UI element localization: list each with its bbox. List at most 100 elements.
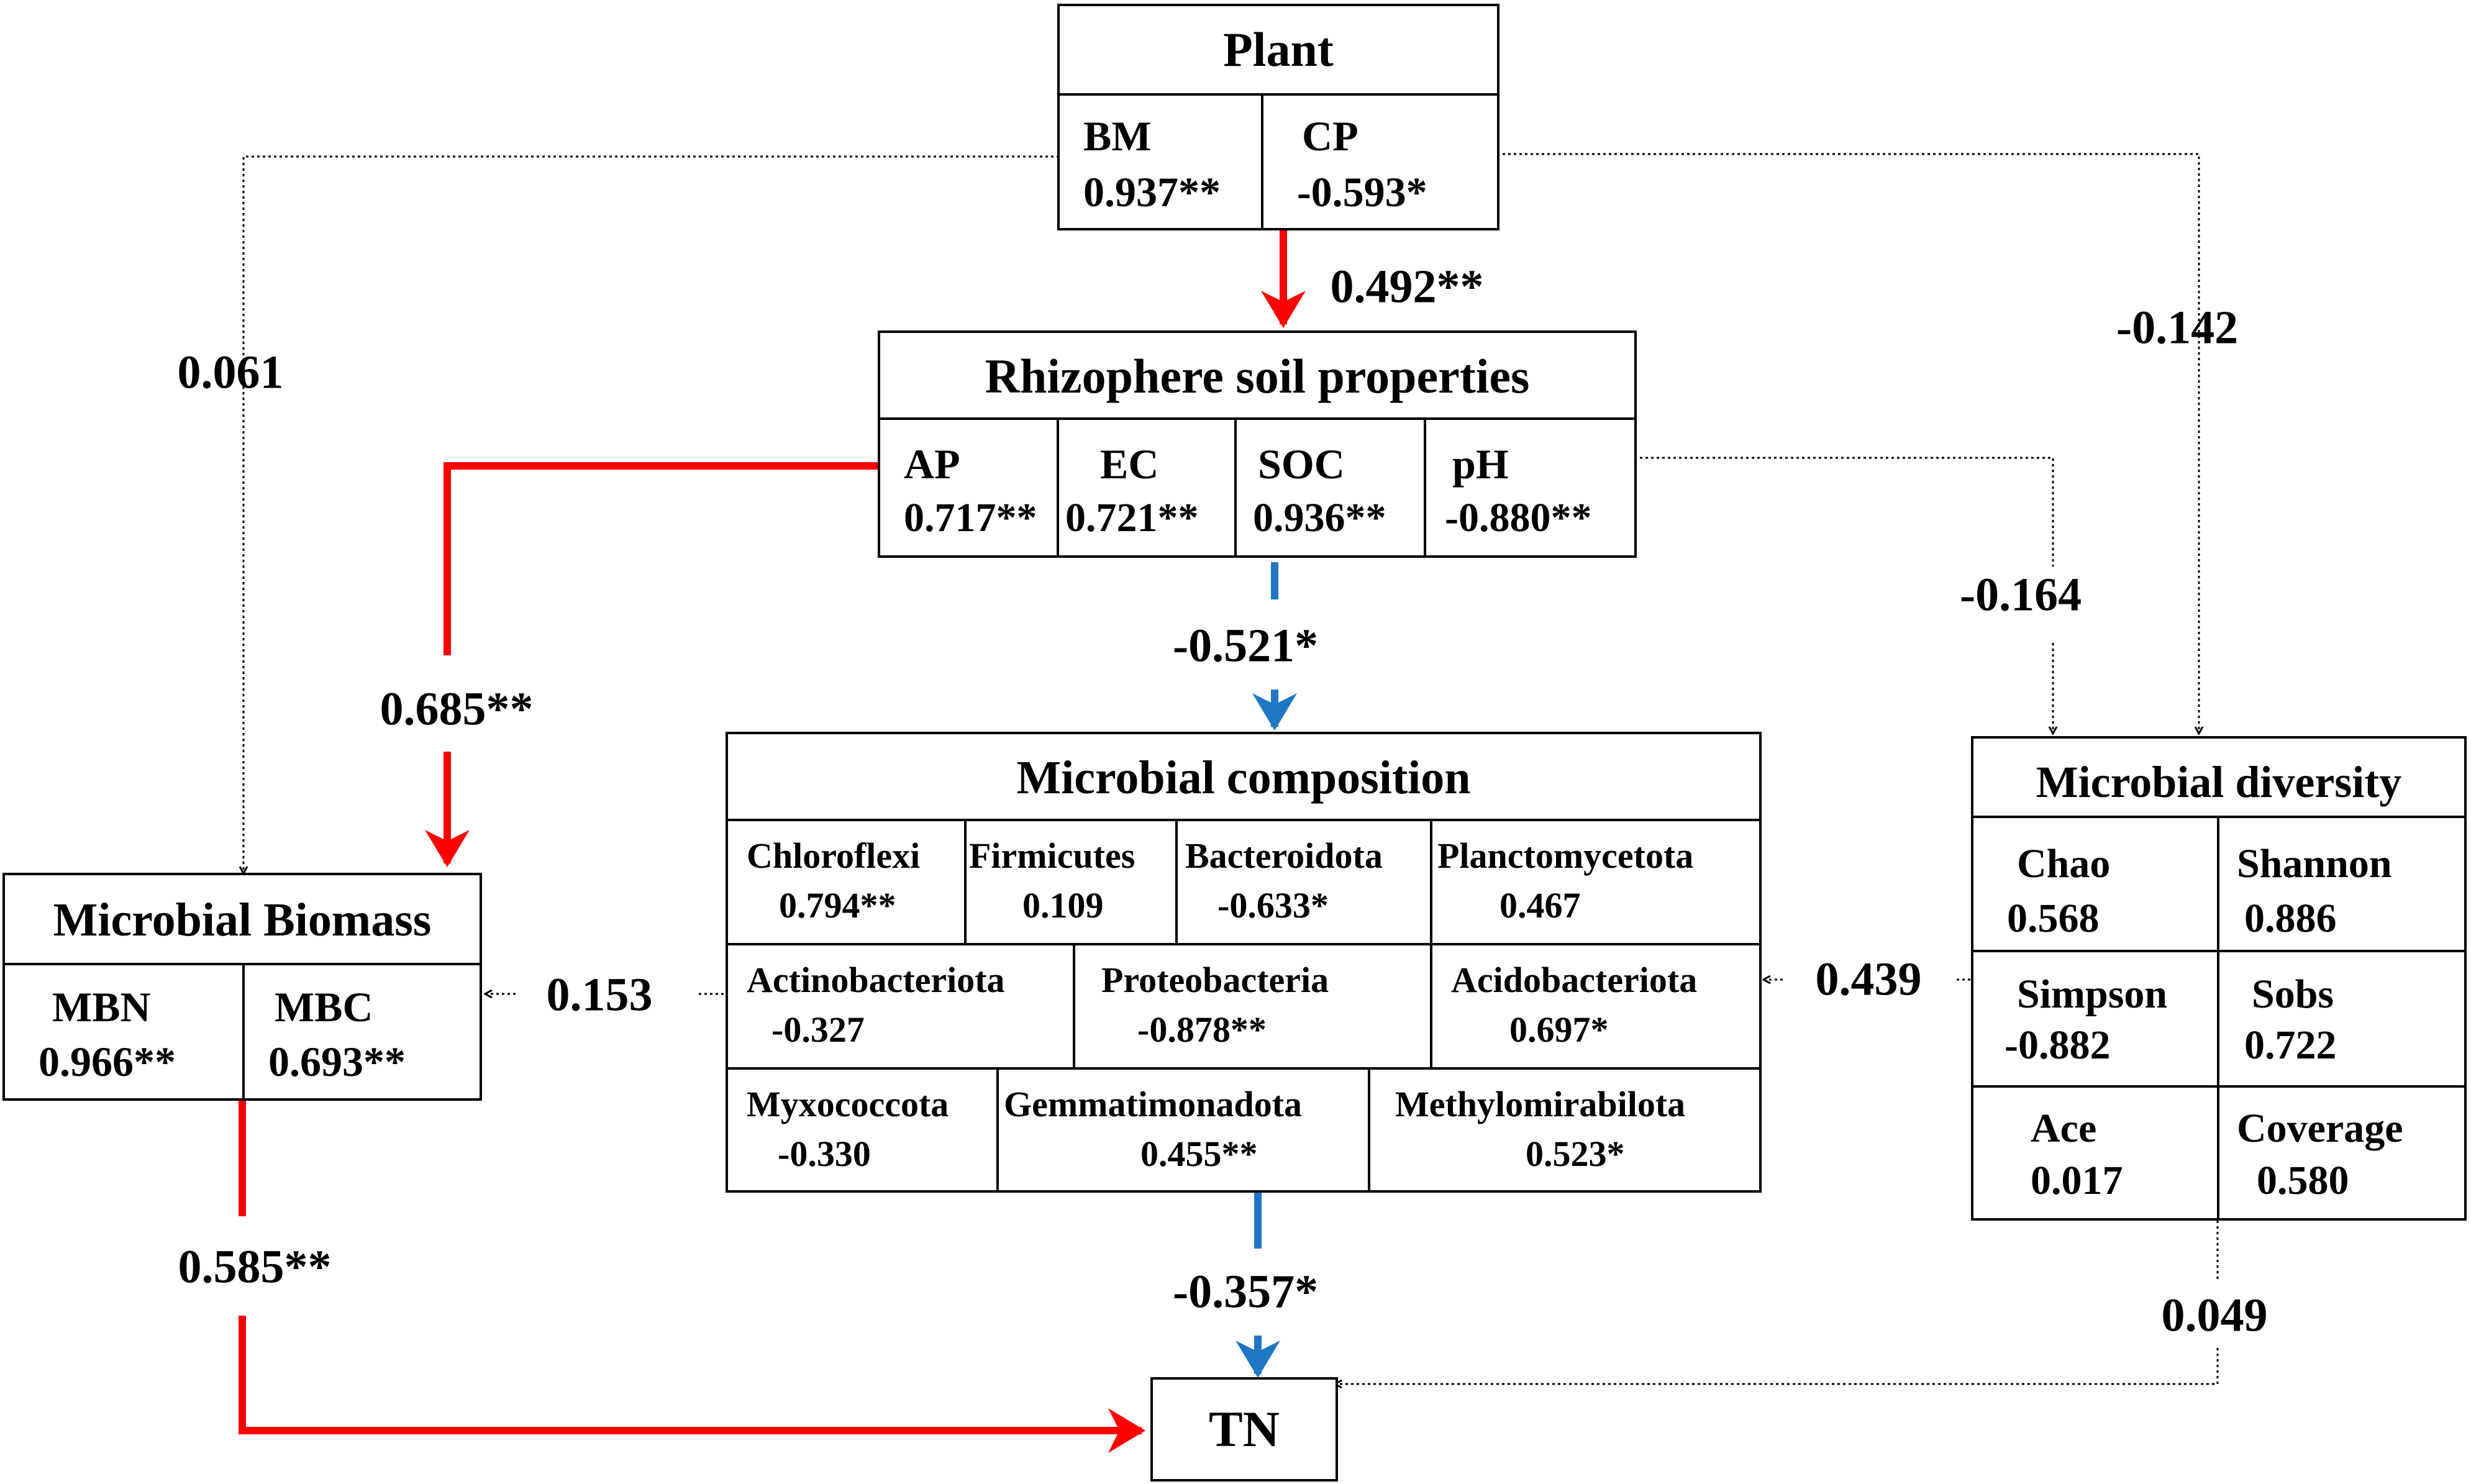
composition-cell-actinobacteriota: Actinobacteriota -0.327	[728, 945, 1073, 1067]
cell-name: Chao	[2017, 841, 2111, 886]
cell-name: MBC	[275, 983, 373, 1031]
cell-value: -0.882	[2005, 1022, 2111, 1068]
cell-value: -0.878**	[1137, 1009, 1267, 1050]
coef-composition-to-tn: -0.357*	[1172, 1265, 1319, 1318]
composition-cell-proteobacteria: Proteobacteria -0.878**	[1075, 945, 1430, 1067]
rhizo-cell-ap: AP 0.717**	[880, 420, 1057, 558]
cell-value: 0.523*	[1526, 1134, 1625, 1174]
cell-value: 0.936**	[1253, 495, 1386, 540]
cell-name: Coverage	[2237, 1106, 2403, 1151]
composition-title: Microbial composition	[728, 734, 1759, 821]
cell-value: -0.880**	[1445, 495, 1592, 540]
cell-value: 0.966**	[39, 1038, 176, 1085]
coef-plant-to-diversity: -0.142	[2116, 301, 2239, 354]
coef-rhizo-to-composition: -0.521*	[1172, 619, 1319, 672]
cell-name: Ace	[2031, 1106, 2097, 1151]
rhizo-cell-ec: EC 0.721**	[1059, 420, 1234, 558]
composition-cell-myxococcota: Myxococcota -0.330	[728, 1070, 996, 1190]
cell-name: CP	[1302, 112, 1358, 160]
cell-value: 0.455**	[1140, 1134, 1258, 1174]
cell-value: 0.937**	[1083, 168, 1221, 216]
coef-rhizo-to-biomass: 0.685**	[380, 683, 534, 735]
rhizo-cell-ph: pH -0.880**	[1426, 420, 1634, 558]
cell-value: 0.693**	[268, 1038, 406, 1085]
cell-name: Myxococcota	[747, 1084, 949, 1124]
plant-cell-cp: CP -0.593*	[1263, 96, 1499, 230]
arrow-biomass-to-tn	[239, 1316, 1145, 1453]
cell-name: Gemmatimonadota	[1004, 1084, 1303, 1124]
rhizo-cell-soc: SOC 0.936**	[1237, 420, 1424, 558]
cell-name: Actinobacteriota	[747, 960, 1005, 1000]
cell-name: pH	[1452, 440, 1509, 488]
cell-value: 0.568	[2007, 896, 2100, 941]
cell-name: Methylomirabilota	[1395, 1084, 1686, 1124]
cell-name: Firmicutes	[969, 835, 1135, 876]
biomass-cell-mbn: MBN 0.966**	[5, 965, 242, 1101]
composition-cell-firmicutes: Firmicutes 0.109	[967, 821, 1175, 943]
coef-composition-to-biomass: 0.153	[546, 968, 653, 1021]
diversity-cell-chao: Chao 0.568	[1973, 818, 2217, 950]
tn-label: TN	[1209, 1401, 1280, 1457]
diversity-cell-coverage: Coverage 0.580	[2219, 1088, 2464, 1221]
diversity-cell-simpson: Simpson -0.882	[1973, 952, 2217, 1085]
cell-value: -0.327	[771, 1009, 865, 1050]
rhizosphere-box: Rhizophere soil properties AP 0.717** EC…	[878, 330, 1637, 558]
cell-value: -0.633*	[1217, 885, 1329, 926]
cell-value: 0.467	[1499, 885, 1581, 926]
composition-cell-planctomycetota: Planctomycetota 0.467	[1432, 821, 1759, 943]
cell-name: EC	[1100, 440, 1159, 488]
plant-box: Plant BM 0.937** CP -0.593*	[1057, 4, 1499, 230]
cell-value: 0.697*	[1509, 1009, 1609, 1050]
arrow-diversity-to-tn	[1336, 1348, 2219, 1384]
cell-value: 0.717**	[904, 495, 1037, 540]
coef-plant-to-biomass: 0.061	[177, 346, 284, 399]
cell-value: 0.109	[1022, 885, 1104, 926]
cell-value: -0.593*	[1297, 168, 1427, 216]
diversity-cell-sobs: Sobs 0.722	[2219, 952, 2464, 1085]
cell-name: MBN	[52, 983, 151, 1031]
biomass-box: Microbial Biomass MBN 0.966** MBC 0.693*…	[2, 873, 482, 1101]
arrow-rhizo-to-diversity	[1640, 457, 2054, 567]
cell-name: AP	[904, 440, 960, 488]
composition-cell-methylomirabilota: Methylomirabilota 0.523*	[1370, 1070, 1759, 1190]
biomass-title: Microbial Biomass	[5, 875, 480, 965]
diversity-cell-ace: Ace 0.017	[1973, 1088, 2217, 1221]
coef-rhizo-to-diversity: -0.164	[1959, 568, 2082, 621]
plant-cell-bm: BM 0.937**	[1060, 96, 1261, 230]
coef-diversity-to-composition: 0.439	[1815, 953, 1922, 1006]
cell-name: Simpson	[2017, 972, 2168, 1017]
cell-name: Sobs	[2252, 972, 2334, 1017]
tn-box: TN	[1150, 1377, 1338, 1482]
diversity-box: Microbial diversity Chao 0.568 Shannon 0…	[1971, 736, 2467, 1221]
cell-name: SOC	[1258, 440, 1345, 488]
cell-name: Chloroflexi	[747, 835, 921, 876]
coef-plant-to-rhizo: 0.492**	[1330, 260, 1484, 313]
coef-diversity-to-tn: 0.049	[2161, 1289, 2268, 1342]
diversity-title: Microbial diversity	[1973, 739, 2464, 818]
cell-value: -0.330	[778, 1134, 871, 1174]
coef-biomass-to-tn: 0.585**	[178, 1240, 332, 1293]
cell-name: Acidobacteriota	[1451, 960, 1698, 1000]
cell-value: 0.721**	[1065, 495, 1199, 540]
cell-name: Planctomycetota	[1437, 835, 1694, 876]
diversity-cell-shannon: Shannon 0.886	[2219, 818, 2464, 950]
cell-name: Shannon	[2237, 841, 2392, 886]
plant-title: Plant	[1060, 6, 1497, 96]
cell-value: 0.017	[2031, 1158, 2123, 1203]
composition-cell-gemmatimonadota: Gemmatimonadota 0.455**	[999, 1070, 1368, 1190]
cell-name: Proteobacteria	[1101, 960, 1329, 1000]
cell-name: Bacteroidota	[1185, 835, 1383, 876]
composition-box: Microbial composition Chloroflexi 0.794*…	[726, 732, 1762, 1193]
cell-value: 0.580	[2257, 1158, 2349, 1203]
cell-name: BM	[1083, 112, 1152, 160]
composition-cell-chloroflexi: Chloroflexi 0.794**	[728, 821, 964, 943]
composition-cell-bacteroidota: Bacteroidota -0.633*	[1178, 821, 1430, 943]
cell-value: 0.722	[2244, 1022, 2337, 1068]
biomass-cell-mbc: MBC 0.693**	[245, 965, 480, 1101]
cell-value: 0.886	[2244, 896, 2337, 941]
composition-cell-acidobacteriota: Acidobacteriota 0.697*	[1432, 945, 1759, 1067]
arrow-plant-to-biomass	[243, 155, 1059, 873]
arrow-rhizo-to-biomass	[444, 462, 881, 655]
rhizosphere-title: Rhizophere soil properties	[880, 333, 1634, 420]
